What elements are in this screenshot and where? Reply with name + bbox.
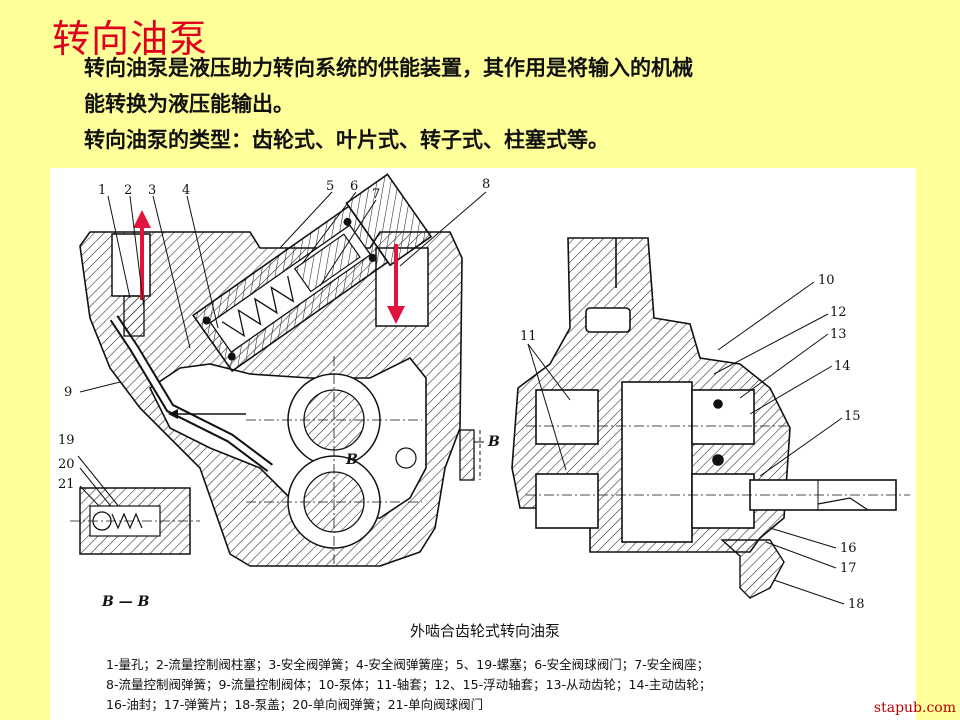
part-number-16: 16 [840,541,857,556]
inlet-arrow-head [387,306,405,324]
part-number-9: 9 [64,385,72,400]
part-number-15: 15 [844,409,861,424]
legend-line-3: 16-油封；17-弹簧片；18-泵盖；20-单向阀弹簧；21-单向阀球阀门 [106,697,484,712]
part-number-7: 7 [372,187,380,202]
part-number-14: 14 [834,359,851,374]
part-number-1: 1 [98,183,106,198]
legend-line-1: 1-量孔；2-流量控制阀柱塞；3-安全阀弹簧；4-安全阀弹簧座；5、19-螺塞；… [106,657,710,672]
part-number-13: 13 [830,327,847,342]
part-number-10: 10 [818,273,835,288]
orifice [123,295,145,337]
right-section-view [511,237,791,553]
part-number-21: 21 [58,477,75,492]
paragraph-1: 转向油泵是液压助力转向系统的供能装置，其作用是将输入的机械 [84,56,693,80]
side-bolt [459,429,475,481]
flow-control-valve [192,173,433,373]
part-number-4: 4 [182,183,190,198]
gear-pair-section [246,356,422,564]
pump-figure: 1 2 3 4 5 6 7 8 9 10 11 12 13 14 15 16 1… [50,168,916,720]
part-number-17: 17 [840,561,857,576]
outlet-arrow-head [133,210,151,228]
slide-title: 转向油泵 [52,17,209,61]
paragraph-2: 能转换为液压能输出。 [84,92,294,116]
part-number-2: 2 [124,183,132,198]
part-number-3: 3 [148,183,156,198]
part-number-20: 20 [58,457,75,472]
section-mark-b-right: B [487,434,500,450]
section-mark-b-left: B [345,452,358,468]
part-number-19: 19 [58,433,75,448]
paragraph-3: 转向油泵的类型：齿轮式、叶片式、转子式、柱塞式等。 [84,128,609,152]
part-number-5: 5 [326,179,334,194]
part-number-12: 12 [830,305,847,320]
part-number-11: 11 [520,329,537,344]
legend-line-2: 8-流量控制阀弹簧；9-流量控制阀体；10-泵体；11-轴套；12、15-浮动轴… [106,677,712,692]
section-b-b-detail [70,487,200,555]
inlet-port [375,247,429,327]
part-number-8: 8 [482,177,490,192]
figure-caption: 外啮合齿轮式转向油泵 [410,622,561,640]
pump-drawing: 1 2 3 4 5 6 7 8 9 10 11 12 13 14 15 16 1… [58,173,910,608]
watermark: stapub.com [873,700,956,716]
part-number-6: 6 [350,179,358,194]
part-number-18: 18 [848,597,865,608]
section-label-b-b: B — B [101,594,150,608]
pump-cover [720,539,785,599]
